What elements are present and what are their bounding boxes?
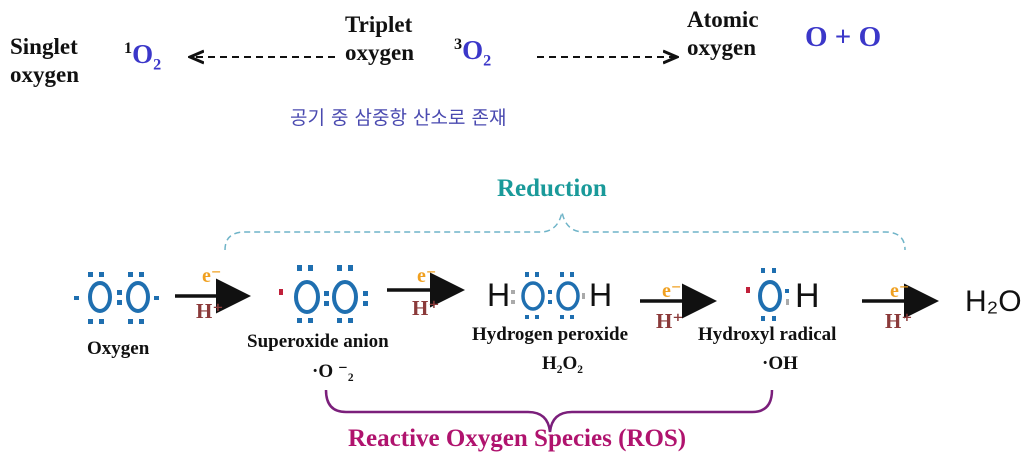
- formula-o: O: [132, 39, 154, 69]
- electron-label: e⁻: [417, 265, 437, 287]
- species-formula-hydroxyl: ·OH: [762, 353, 798, 374]
- proton-label: H⁺: [196, 299, 224, 323]
- ros-brace: [324, 389, 774, 433]
- singlet-line2: oxygen: [10, 61, 79, 87]
- proton-label: H⁺: [656, 309, 684, 333]
- superoxide-lewis-structure: [279, 265, 368, 323]
- oxygen-lewis-structure: [74, 272, 159, 324]
- ros-title: Reactive Oxygen Species (ROS): [348, 425, 687, 452]
- water-formula: H₂O: [965, 285, 1022, 318]
- reduction-brace: [224, 211, 906, 251]
- species-name-hydroxyl: Hydroxyl radical: [698, 324, 837, 345]
- h-atom: H: [795, 277, 820, 315]
- species-formula-superoxide: ·O ⁻₂: [312, 361, 354, 382]
- species-name-oxygen: Oxygen: [87, 338, 150, 359]
- electron-label: e⁻: [662, 280, 682, 302]
- species-name-hydrogen-peroxide: Hydrogen peroxide: [472, 324, 629, 345]
- atomic-formula: O + O: [805, 21, 882, 53]
- h-atom: H: [589, 277, 612, 313]
- triplet-formula: 3O2: [454, 34, 491, 71]
- atomic-line1: Atomic: [687, 7, 759, 32]
- atomic-line2: oxygen: [687, 34, 756, 60]
- formula-sup: 3: [454, 35, 463, 53]
- korean-note: 공기 중 삼중항 산소로 존재: [290, 107, 507, 129]
- hydroxyl-lewis-structure: H: [746, 268, 820, 321]
- reduction-title: Reduction: [497, 175, 607, 202]
- species-name-superoxide: Superoxide anion: [247, 331, 389, 352]
- proton-label: H⁺: [412, 296, 440, 320]
- formula-sub: 2: [483, 51, 492, 70]
- formula-o: O: [462, 35, 484, 65]
- hydrogen-peroxide-lewis-structure: H H: [487, 272, 612, 319]
- singlet-formula: 1O2: [124, 38, 161, 75]
- electron-label: e⁻: [202, 265, 222, 287]
- triplet-line2: oxygen: [345, 39, 414, 65]
- h-atom: H: [487, 277, 510, 313]
- triplet-line1: Triplet: [345, 12, 413, 37]
- formula-sup: 1: [124, 39, 133, 57]
- formula-sub: 2: [153, 55, 162, 74]
- electron-label: e⁻: [890, 280, 910, 302]
- proton-label: H⁺: [885, 309, 913, 333]
- species-formula-hydrogen-peroxide: H₂O₂: [542, 353, 583, 374]
- singlet-line1: Singlet: [10, 34, 78, 59]
